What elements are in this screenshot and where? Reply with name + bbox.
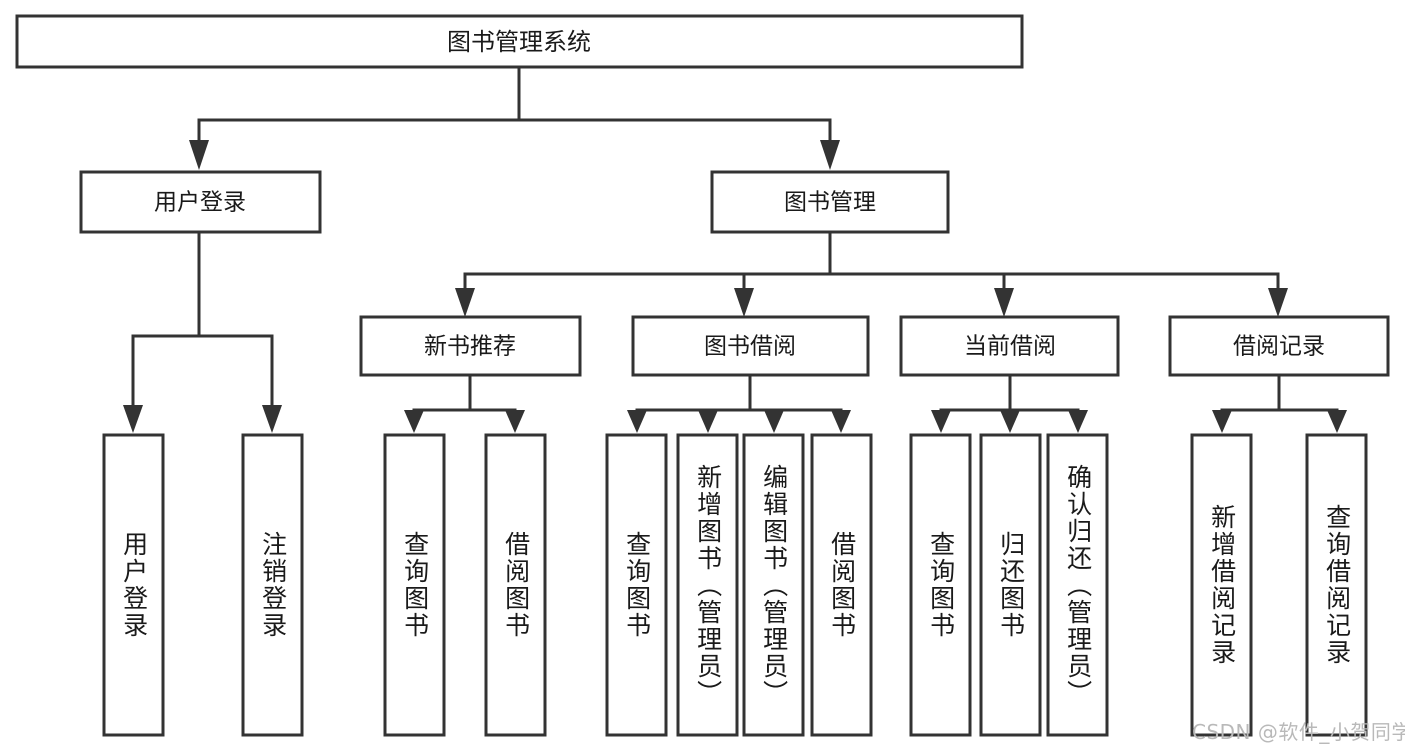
node-book-manage[interactable]: 图书管理 — [710, 170, 950, 234]
csdn-watermark: CSDN @软件_小贺同学 — [1192, 720, 1405, 744]
node-user-login[interactable]: 用户登录 — [79, 170, 322, 234]
connectors-book-borrow-children — [627, 373, 851, 433]
connectors-user-login-children — [123, 230, 282, 433]
node-leaf-add-record-box[interactable] — [1190, 433, 1253, 737]
arrow-head-book-manage — [820, 140, 840, 170]
node-borrow-record[interactable]: 借阅记录 — [1168, 315, 1390, 377]
node-new-book-recommend[interactable]: 新书推荐 — [359, 315, 582, 377]
arrow-head-leaf-query-book-1 — [404, 410, 424, 433]
node-leaf-confirm-return-box[interactable] — [1046, 433, 1109, 737]
arrow-head-leaf-confirm-return — [1068, 410, 1088, 433]
arrow-head-leaf-query-book-3 — [931, 410, 951, 433]
node-book-manage-box[interactable] — [710, 170, 950, 234]
node-leaf-user-logout-box[interactable] — [241, 433, 304, 737]
node-leaf-add-book-box[interactable] — [676, 433, 739, 737]
node-leaf-edit-book-box[interactable] — [742, 433, 805, 737]
node-leaf-query-book-2-box[interactable] — [605, 433, 668, 737]
connectors-borrow-record-children — [1212, 373, 1347, 433]
node-leaf-borrow-book-2-box[interactable] — [810, 433, 873, 737]
node-leaf-query-book-1-box[interactable] — [383, 433, 446, 737]
node-leaf-query-book-3-box[interactable] — [909, 433, 972, 737]
arrow-head-leaf-add-book — [698, 410, 718, 433]
node-new-book-recommend-label: 新书推荐 — [424, 334, 516, 360]
node-book-borrow-label: 图书借阅 — [704, 334, 796, 360]
arrow-head-new-book-recommend — [455, 288, 475, 317]
connectors-new-book-recommend-children — [404, 373, 525, 433]
connectors-root-to-level2 — [189, 66, 840, 170]
arrow-head-current-borrow — [994, 288, 1014, 317]
arrow-head-leaf-add-record — [1212, 410, 1232, 433]
arrow-head-borrow-record — [1268, 288, 1288, 317]
node-book-manage-label: 图书管理 — [784, 190, 876, 216]
node-user-login-box[interactable] — [79, 170, 322, 234]
node-new-book-recommend-box[interactable] — [359, 315, 582, 377]
node-leaf-query-record-box[interactable] — [1305, 433, 1368, 737]
connectors-book-manage-children — [455, 230, 1288, 317]
arrow-head-leaf-borrow-book-2 — [831, 410, 851, 433]
arrow-head-user-login — [189, 140, 209, 170]
arrow-head-book-borrow — [734, 288, 754, 317]
arrow-head-leaf-user-logout — [262, 405, 282, 433]
node-root[interactable]: 图书管理系统 — [15, 14, 1024, 69]
node-current-borrow-label: 当前借阅 — [964, 334, 1056, 360]
arrow-head-leaf-borrow-book-1 — [505, 410, 525, 433]
leaf-boxes — [102, 433, 1368, 737]
connectors-current-borrow-children — [931, 373, 1088, 433]
arrow-head-leaf-edit-book — [764, 410, 784, 433]
node-borrow-record-box[interactable] — [1168, 315, 1390, 377]
node-book-borrow[interactable]: 图书借阅 — [631, 315, 870, 377]
node-leaf-user-login-box[interactable] — [102, 433, 165, 737]
node-borrow-record-label: 借阅记录 — [1233, 334, 1325, 360]
node-current-borrow-box[interactable] — [899, 315, 1120, 377]
node-root-label: 图书管理系统 — [447, 28, 591, 56]
node-root-box[interactable] — [15, 14, 1024, 69]
node-current-borrow[interactable]: 当前借阅 — [899, 315, 1120, 377]
arrow-head-leaf-user-login — [123, 405, 143, 433]
node-user-login-label: 用户登录 — [154, 190, 246, 216]
node-book-borrow-box[interactable] — [631, 315, 870, 377]
node-leaf-borrow-book-1-box[interactable] — [484, 433, 547, 737]
arrow-head-leaf-return-book — [1000, 410, 1020, 433]
node-leaf-return-book-box[interactable] — [979, 433, 1042, 737]
arrow-head-leaf-query-record — [1327, 410, 1347, 433]
arrow-head-leaf-query-book-2 — [627, 410, 647, 433]
